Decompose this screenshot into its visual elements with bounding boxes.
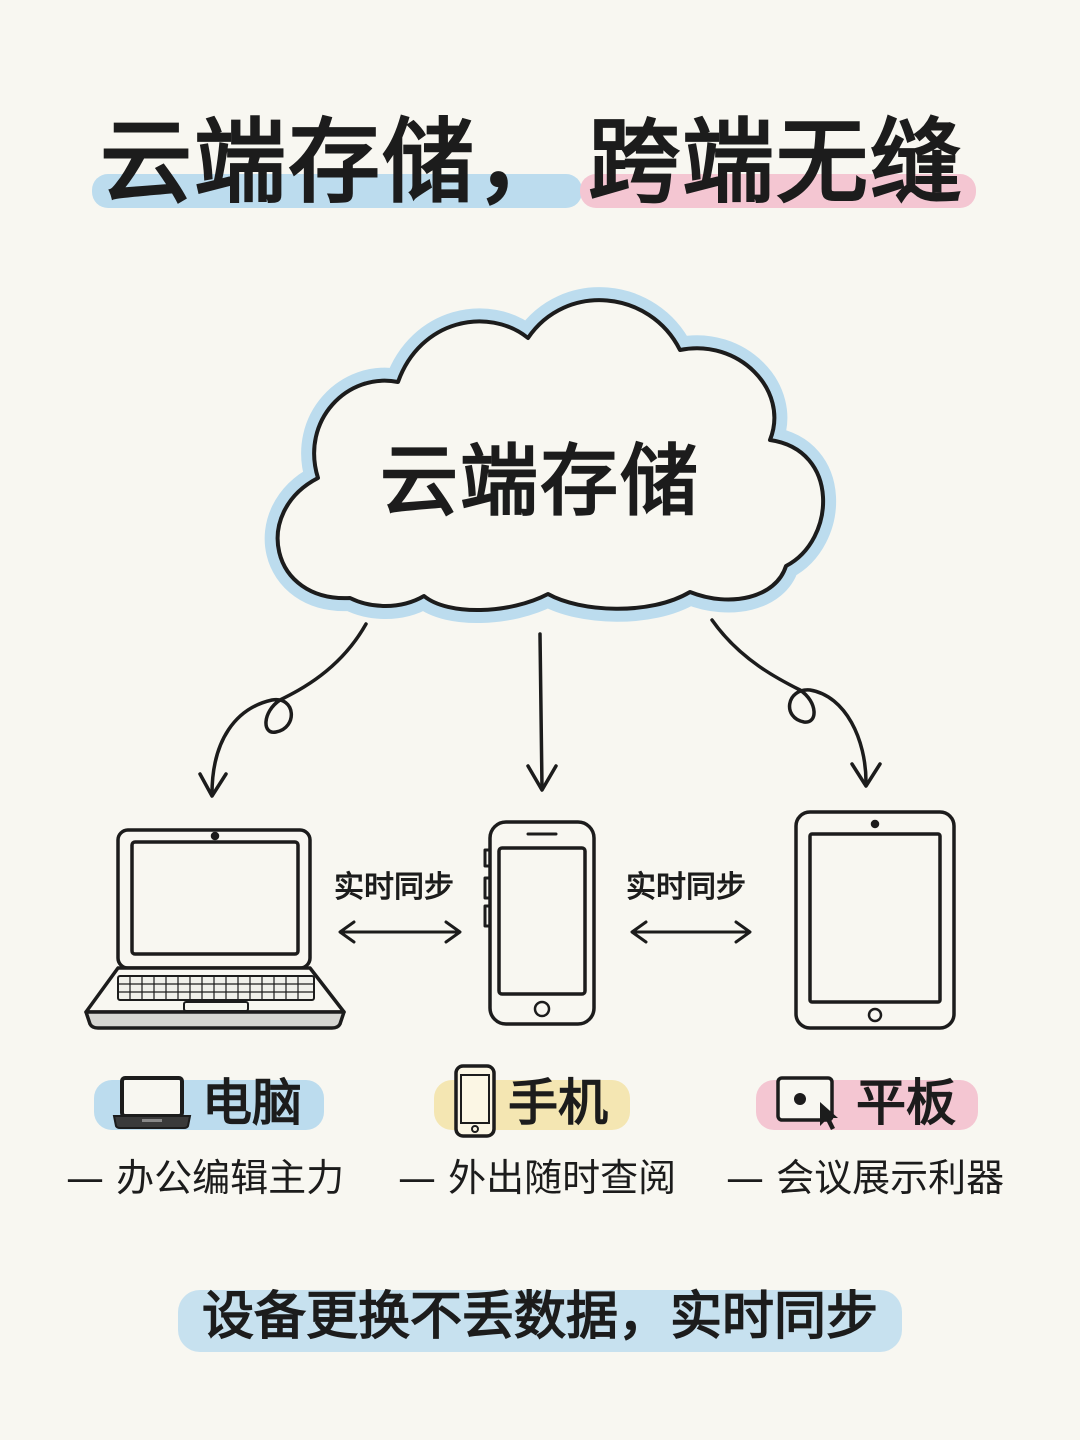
sync-arrow-right (632, 922, 750, 942)
bottom-text: 设备更换不丢数据，实时同步 (178, 1274, 902, 1360)
laptop-icon (86, 830, 344, 1028)
device-label-laptop: 电脑 (112, 1068, 302, 1138)
device-name-laptop: 电脑 (202, 1068, 302, 1138)
device-label-phone: 手机 (452, 1068, 608, 1138)
device-desc-phone: — 外出随时查阅 (398, 1150, 676, 1206)
device-desc-laptop: — 办公编辑主力 (66, 1150, 344, 1206)
arrow-to-phone (528, 634, 556, 790)
laptop-small-icon (112, 1070, 192, 1136)
title-text-1: 云端存储， (100, 109, 570, 216)
sync-arrow-left (340, 922, 460, 942)
arrow-to-laptop (200, 624, 366, 796)
sync-label-right: 实时同步 (626, 868, 746, 908)
title-part-2: 跨端无缝 (588, 108, 964, 218)
device-name-tablet: 平板 (856, 1068, 956, 1138)
cloud-label: 云端存储 (340, 432, 740, 532)
sync-label-left: 实时同步 (334, 868, 454, 908)
phone-icon (485, 822, 594, 1024)
tablet-icon (796, 812, 954, 1028)
device-label-tablet: 平板 (774, 1068, 956, 1138)
arrow-to-tablet (712, 620, 880, 786)
device-name-phone: 手机 (508, 1068, 608, 1138)
bottom-statement: 设备更换不丢数据，实时同步 (178, 1274, 902, 1360)
tablet-presentation-icon (774, 1072, 846, 1134)
title-part-1: 云端存储， (100, 108, 570, 218)
phone-small-icon (452, 1063, 498, 1143)
title-text-2: 跨端无缝 (588, 109, 964, 216)
device-desc-tablet: — 会议展示利器 (726, 1150, 1004, 1206)
